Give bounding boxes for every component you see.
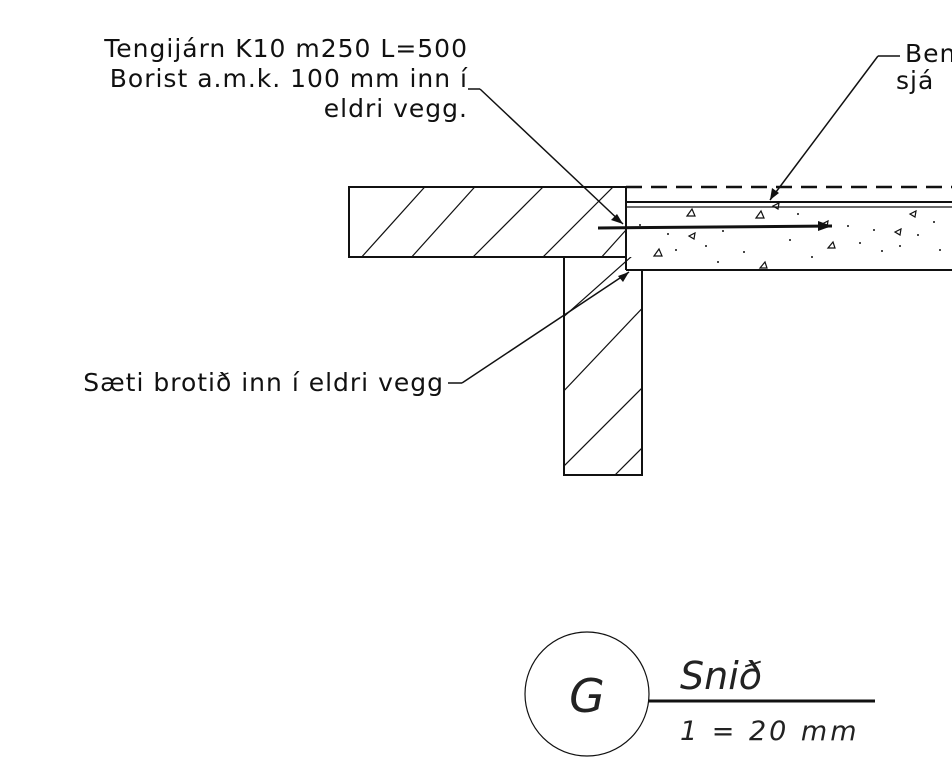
section-letter: G (569, 669, 605, 723)
section-title-block: G Snið 1 = 20 mm (524, 631, 875, 757)
dowel-leader (468, 88, 624, 225)
rebar-note-line-2: sjá (896, 66, 934, 95)
rebar-note-line-1: Ben (905, 39, 952, 68)
existing-slab (348, 186, 627, 258)
rebar-leader (769, 55, 900, 201)
section-scale: 1 = 20 mm (680, 716, 860, 747)
dowel-note-line-2: Borist a.m.k. 100 mm inn í (110, 64, 468, 93)
dowel-note-line-3: eldri vegg. (324, 94, 468, 123)
seat-leader (448, 271, 630, 384)
section-marker-circle (524, 631, 650, 757)
existing-wall (563, 257, 643, 476)
seat-note: Sæti brotið inn í eldri vegg (83, 368, 444, 397)
dowel-bar (597, 221, 833, 231)
dowel-note-line-1: Tengijárn K10 m250 L=500 (103, 34, 468, 63)
section-title: Snið (680, 654, 762, 698)
